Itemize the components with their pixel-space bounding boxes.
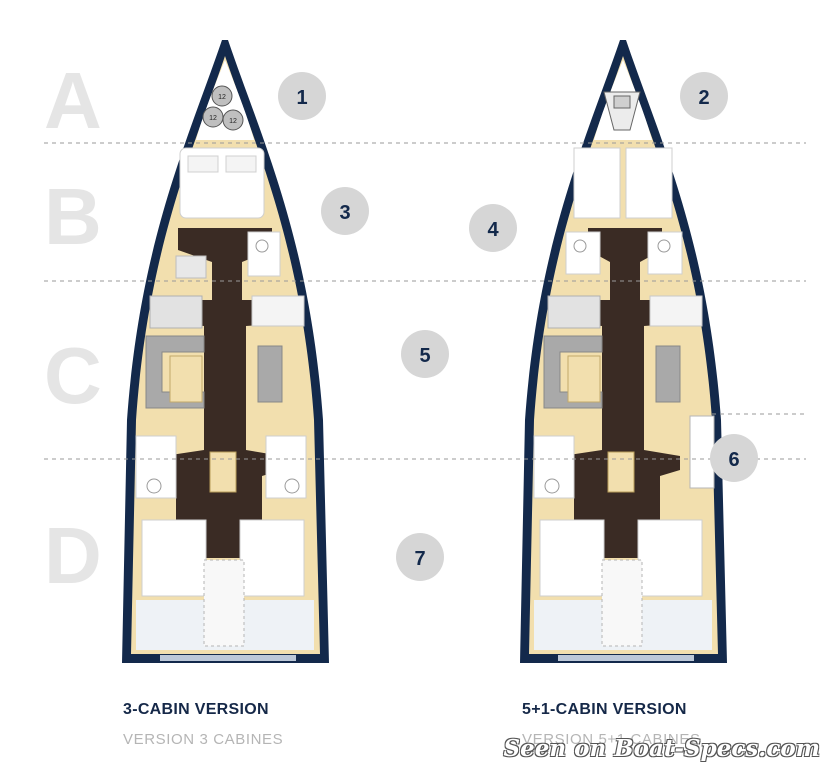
forward-locker-left: [175, 255, 207, 279]
marker-7: 7: [396, 533, 444, 581]
marker-3: 3: [321, 187, 369, 235]
anchor-windlass-icon: [603, 91, 641, 131]
svg-text:7: 7: [414, 548, 425, 570]
bow-locker-top: [211, 85, 233, 107]
companionway-steps-right: [607, 451, 635, 493]
galley-left: [149, 295, 203, 329]
saloon-seat-right-stbd: [655, 345, 681, 403]
transom-bar-right: [558, 655, 694, 661]
port-toilet-left: [146, 478, 162, 494]
saloon-seat-right: [257, 345, 283, 403]
marker-1: 1: [278, 72, 326, 120]
transom-bar-left: [160, 655, 296, 661]
aft-berth-stbd-right: [637, 519, 703, 597]
port-toilet-right: [544, 478, 560, 494]
svg-text:6: 6: [728, 449, 739, 471]
engine-bay-left: [203, 559, 245, 647]
forward-toilet-left: [255, 239, 269, 253]
marker-5: 5: [401, 330, 449, 378]
bow-berth-left-pillows: [187, 155, 257, 173]
saloon-table-right: [567, 355, 601, 403]
saloon-table-left: [169, 355, 203, 403]
bow-berth-right-port: [573, 147, 621, 219]
fwd-toilet-right-port: [573, 239, 587, 253]
right-layout-title: 5+1-CABIN VERSION: [522, 701, 687, 718]
svg-text:1: 1: [296, 87, 307, 109]
svg-text:3: 3: [339, 202, 350, 224]
left-layout-title: 3-CABIN VERSION: [123, 701, 269, 718]
saloon-sofa-right: [543, 335, 603, 409]
watermark: Seen on Boat-Specs.com: [503, 735, 821, 762]
zone-letter-d: D: [44, 511, 102, 600]
left-layout-subtitle: VERSION 3 CABINES: [123, 731, 284, 748]
engine-bay-right: [601, 559, 643, 647]
aft-berth-port-right: [539, 519, 605, 597]
skipper-cabin: [689, 415, 715, 489]
saloon-sofa-left: [145, 335, 205, 409]
marker-2: 2: [680, 72, 728, 120]
bow-locker-label-3: 12: [229, 118, 237, 125]
bow-berth-right-stbd: [625, 147, 673, 219]
nav-station-left: [251, 295, 305, 327]
companionway-steps-left: [209, 451, 237, 493]
hull-left: [122, 40, 329, 663]
zone-dividers: [44, 142, 806, 460]
zone-letter-c: C: [44, 331, 102, 420]
bow-locker-label-2: 12: [209, 115, 217, 122]
svg-text:2: 2: [698, 87, 709, 109]
windlass-drum: [613, 95, 631, 109]
aft-berth-port-left: [141, 519, 207, 597]
svg-text:5: 5: [419, 345, 430, 367]
fwd-head-right-stbd: [647, 231, 683, 275]
aft-berth-stbd-left: [239, 519, 305, 597]
svg-text:4: 4: [487, 219, 499, 241]
galley-right: [547, 295, 601, 329]
nav-station-right: [649, 295, 703, 327]
fwd-head-right-port: [565, 231, 601, 275]
right-layout-subtitle: VERSION 5+1 CABINES: [522, 731, 701, 748]
bow-locker-label-1: 12: [218, 94, 226, 101]
marker-4: 4: [469, 204, 517, 252]
zone-letter-b: B: [44, 172, 102, 261]
fwd-toilet-right-stbd: [657, 239, 671, 253]
forward-head-left: [247, 231, 281, 277]
hull-right: [520, 40, 727, 663]
marker-6: 6: [710, 434, 758, 482]
bow-locker-right: [222, 109, 244, 131]
bow-lockers: 12 12 12: [202, 85, 244, 131]
stbd-toilet-left: [284, 478, 300, 494]
zone-letter-a: A: [44, 56, 102, 145]
